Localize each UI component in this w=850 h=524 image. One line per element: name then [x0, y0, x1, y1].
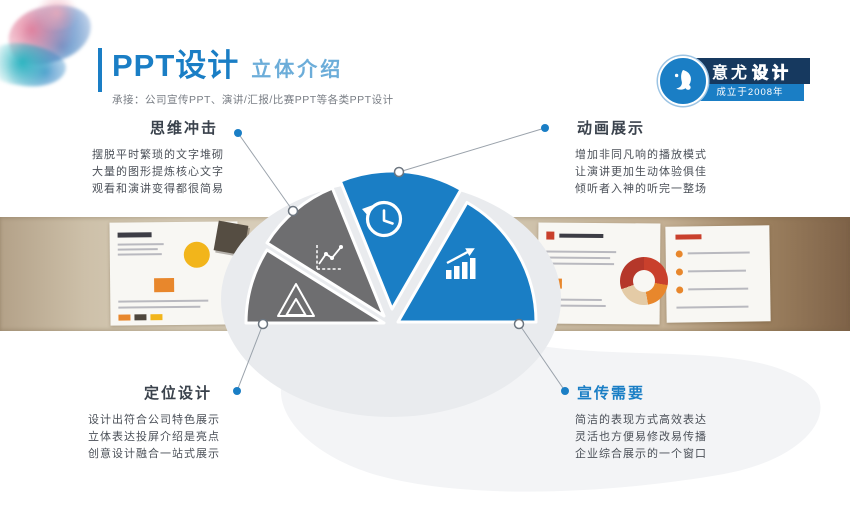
section-line: 简洁的表现方式高效表达	[575, 414, 707, 426]
decor-dot	[675, 268, 684, 276]
decor-bar	[687, 251, 750, 255]
label-dot	[234, 129, 242, 137]
section-title: 定位设计	[144, 385, 213, 402]
decor-dot	[675, 250, 683, 258]
anchor-dot	[287, 205, 299, 217]
page-title: PPT设计	[112, 48, 240, 83]
decor-bar	[546, 250, 617, 254]
header: PPT设计 立体介绍 承接：公司宣传PPT、演讲/汇报/比赛PPT等各类PPT设…	[98, 40, 394, 107]
section-line: 摆脱平时繁琐的文字堆砌	[92, 149, 224, 161]
decor-bar	[118, 299, 209, 303]
brand-badge: 意尤 设计 成立于2008年	[652, 52, 814, 106]
decor-chip	[546, 231, 555, 240]
label-dot	[541, 124, 549, 132]
section-line: 设计出符合公司特色展示	[88, 414, 220, 426]
brand-established: 成立于2008年	[696, 84, 804, 101]
section-animation-display: 动画展示 增加非同凡响的播放模式 让演讲更加生动体验俱佳 倾听者入神的听完一整场	[575, 117, 717, 198]
decor-chip	[154, 277, 175, 293]
decor-bar	[546, 262, 615, 266]
section-line: 观看和演讲变得都很简易	[92, 183, 224, 195]
section-positioning-design: 定位设计 设计出符合公司特色展示 立体表达投屏介绍是亮点 创意设计融合一站式展示	[88, 382, 230, 463]
brand-ribbon: 意尤 设计	[688, 58, 810, 84]
section-title: 动画展示	[577, 120, 646, 137]
section-promotion-needs: 宣传需要 简洁的表现方式高效表达 灵活也方便易修改易传播 企业综合展示的一个窗口	[575, 382, 717, 463]
watercolor-blob	[32, 0, 82, 30]
slide-thumbnail	[665, 225, 771, 323]
connector-line-bottom-right	[518, 323, 566, 392]
decor-bar	[688, 287, 749, 291]
decor-bar	[545, 304, 606, 308]
section-title: 宣传需要	[577, 385, 646, 402]
decor-bar	[676, 305, 749, 309]
connector-line-top-right	[398, 127, 546, 173]
connector-line-top-left	[237, 132, 294, 212]
section-line: 让演讲更加生动体验俱佳	[575, 166, 707, 178]
background-blob	[280, 337, 821, 492]
label-dot	[561, 387, 569, 395]
watercolor-splash-decoration	[0, 0, 130, 106]
decor-bar	[117, 243, 164, 246]
tagline: 承接：公司宣传PPT、演讲/汇报/比赛PPT等各类PPT设计	[112, 94, 394, 106]
decor-bar	[117, 232, 152, 238]
decor-bar	[559, 233, 604, 239]
decor-chip	[118, 314, 131, 321]
paint-splash-icon	[674, 69, 691, 90]
section-line: 企业综合展示的一个窗口	[575, 448, 707, 460]
donut-chart-photo	[620, 257, 668, 305]
section-thinking-impact: 思维冲击 摆脱平时繁琐的文字堆砌 大量的图形提炼核心文字 观看和演讲变得都很简易	[92, 117, 234, 198]
decor-bar	[117, 253, 162, 256]
section-line: 大量的图形提炼核心文字	[92, 166, 224, 178]
brand-name-secondary: 设计	[752, 65, 793, 83]
anchor-dot	[393, 166, 405, 178]
decor-chip	[545, 278, 562, 289]
connector-line-bottom-left	[236, 323, 264, 392]
section-line: 灵活也方便易修改易传播	[575, 431, 707, 443]
page-subtitle: 立体介绍	[251, 59, 344, 81]
decor-bar	[546, 256, 611, 260]
label-dot	[233, 387, 241, 395]
section-line: 增加非同凡响的播放模式	[575, 149, 707, 161]
decor-bar	[118, 305, 201, 309]
decor-dot	[676, 286, 684, 294]
brand-name-primary: 意尤	[712, 65, 751, 82]
decor-chip	[150, 314, 163, 321]
brand-logo	[658, 56, 708, 106]
decor-bar	[117, 248, 158, 251]
section-line: 创意设计融合一站式展示	[88, 448, 220, 460]
photo-strip	[0, 217, 850, 331]
section-title: 思维冲击	[150, 120, 219, 137]
decor-chip	[134, 314, 147, 321]
section-line: 立体表达投屏介绍是亮点	[88, 431, 220, 443]
decor-bar	[545, 298, 602, 302]
decor-chip	[183, 241, 210, 268]
decor-bar	[687, 269, 746, 273]
section-line: 倾听者入神的听完一整场	[575, 183, 707, 195]
photo-object	[213, 220, 249, 256]
title-accent-bar	[98, 48, 102, 92]
decor-chip	[675, 234, 702, 240]
donut-hole	[633, 270, 655, 292]
